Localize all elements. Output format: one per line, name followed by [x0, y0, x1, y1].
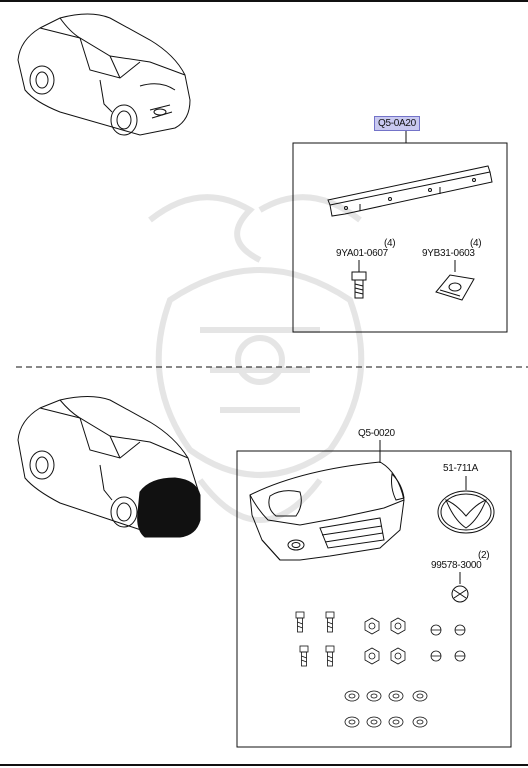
bolts-hardware-group	[295, 611, 335, 667]
qty-label-clip: (2)	[478, 550, 490, 561]
part-label-clip-nut-upper[interactable]: 9YB31-0603	[422, 248, 475, 259]
bolt-part-upper	[351, 260, 367, 299]
front-bumper-part	[249, 461, 405, 561]
upper-parts-box	[292, 142, 508, 333]
part-label-emblem[interactable]: 51-711A	[443, 463, 478, 474]
car-illustration-bottom	[17, 396, 199, 534]
spring-clips-hardware-group	[430, 624, 466, 662]
bumper-highlight-shape	[137, 477, 201, 538]
car-illustration-top	[17, 13, 191, 136]
lower-parts-box	[236, 450, 512, 748]
seal-rail-part	[327, 165, 493, 217]
clip-part	[451, 585, 469, 603]
part-label-bolt-upper[interactable]: 9YA01-0607	[336, 248, 388, 259]
part-label-upper-assembly[interactable]: Q5-0A20	[374, 116, 420, 131]
watermark-emblem	[148, 194, 365, 523]
qty-label-clip-nut-upper: (4)	[470, 238, 482, 249]
emblem-part	[437, 490, 495, 534]
clip-nut-part-upper	[435, 260, 475, 301]
qty-label-bolt-upper: (4)	[384, 238, 396, 249]
nuts-hardware-group	[364, 617, 406, 665]
part-label-clip[interactable]: 99578-3000	[431, 560, 482, 571]
part-label-lower-assembly[interactable]: Q5-0020	[358, 428, 395, 439]
washers-hardware-group	[344, 690, 428, 728]
